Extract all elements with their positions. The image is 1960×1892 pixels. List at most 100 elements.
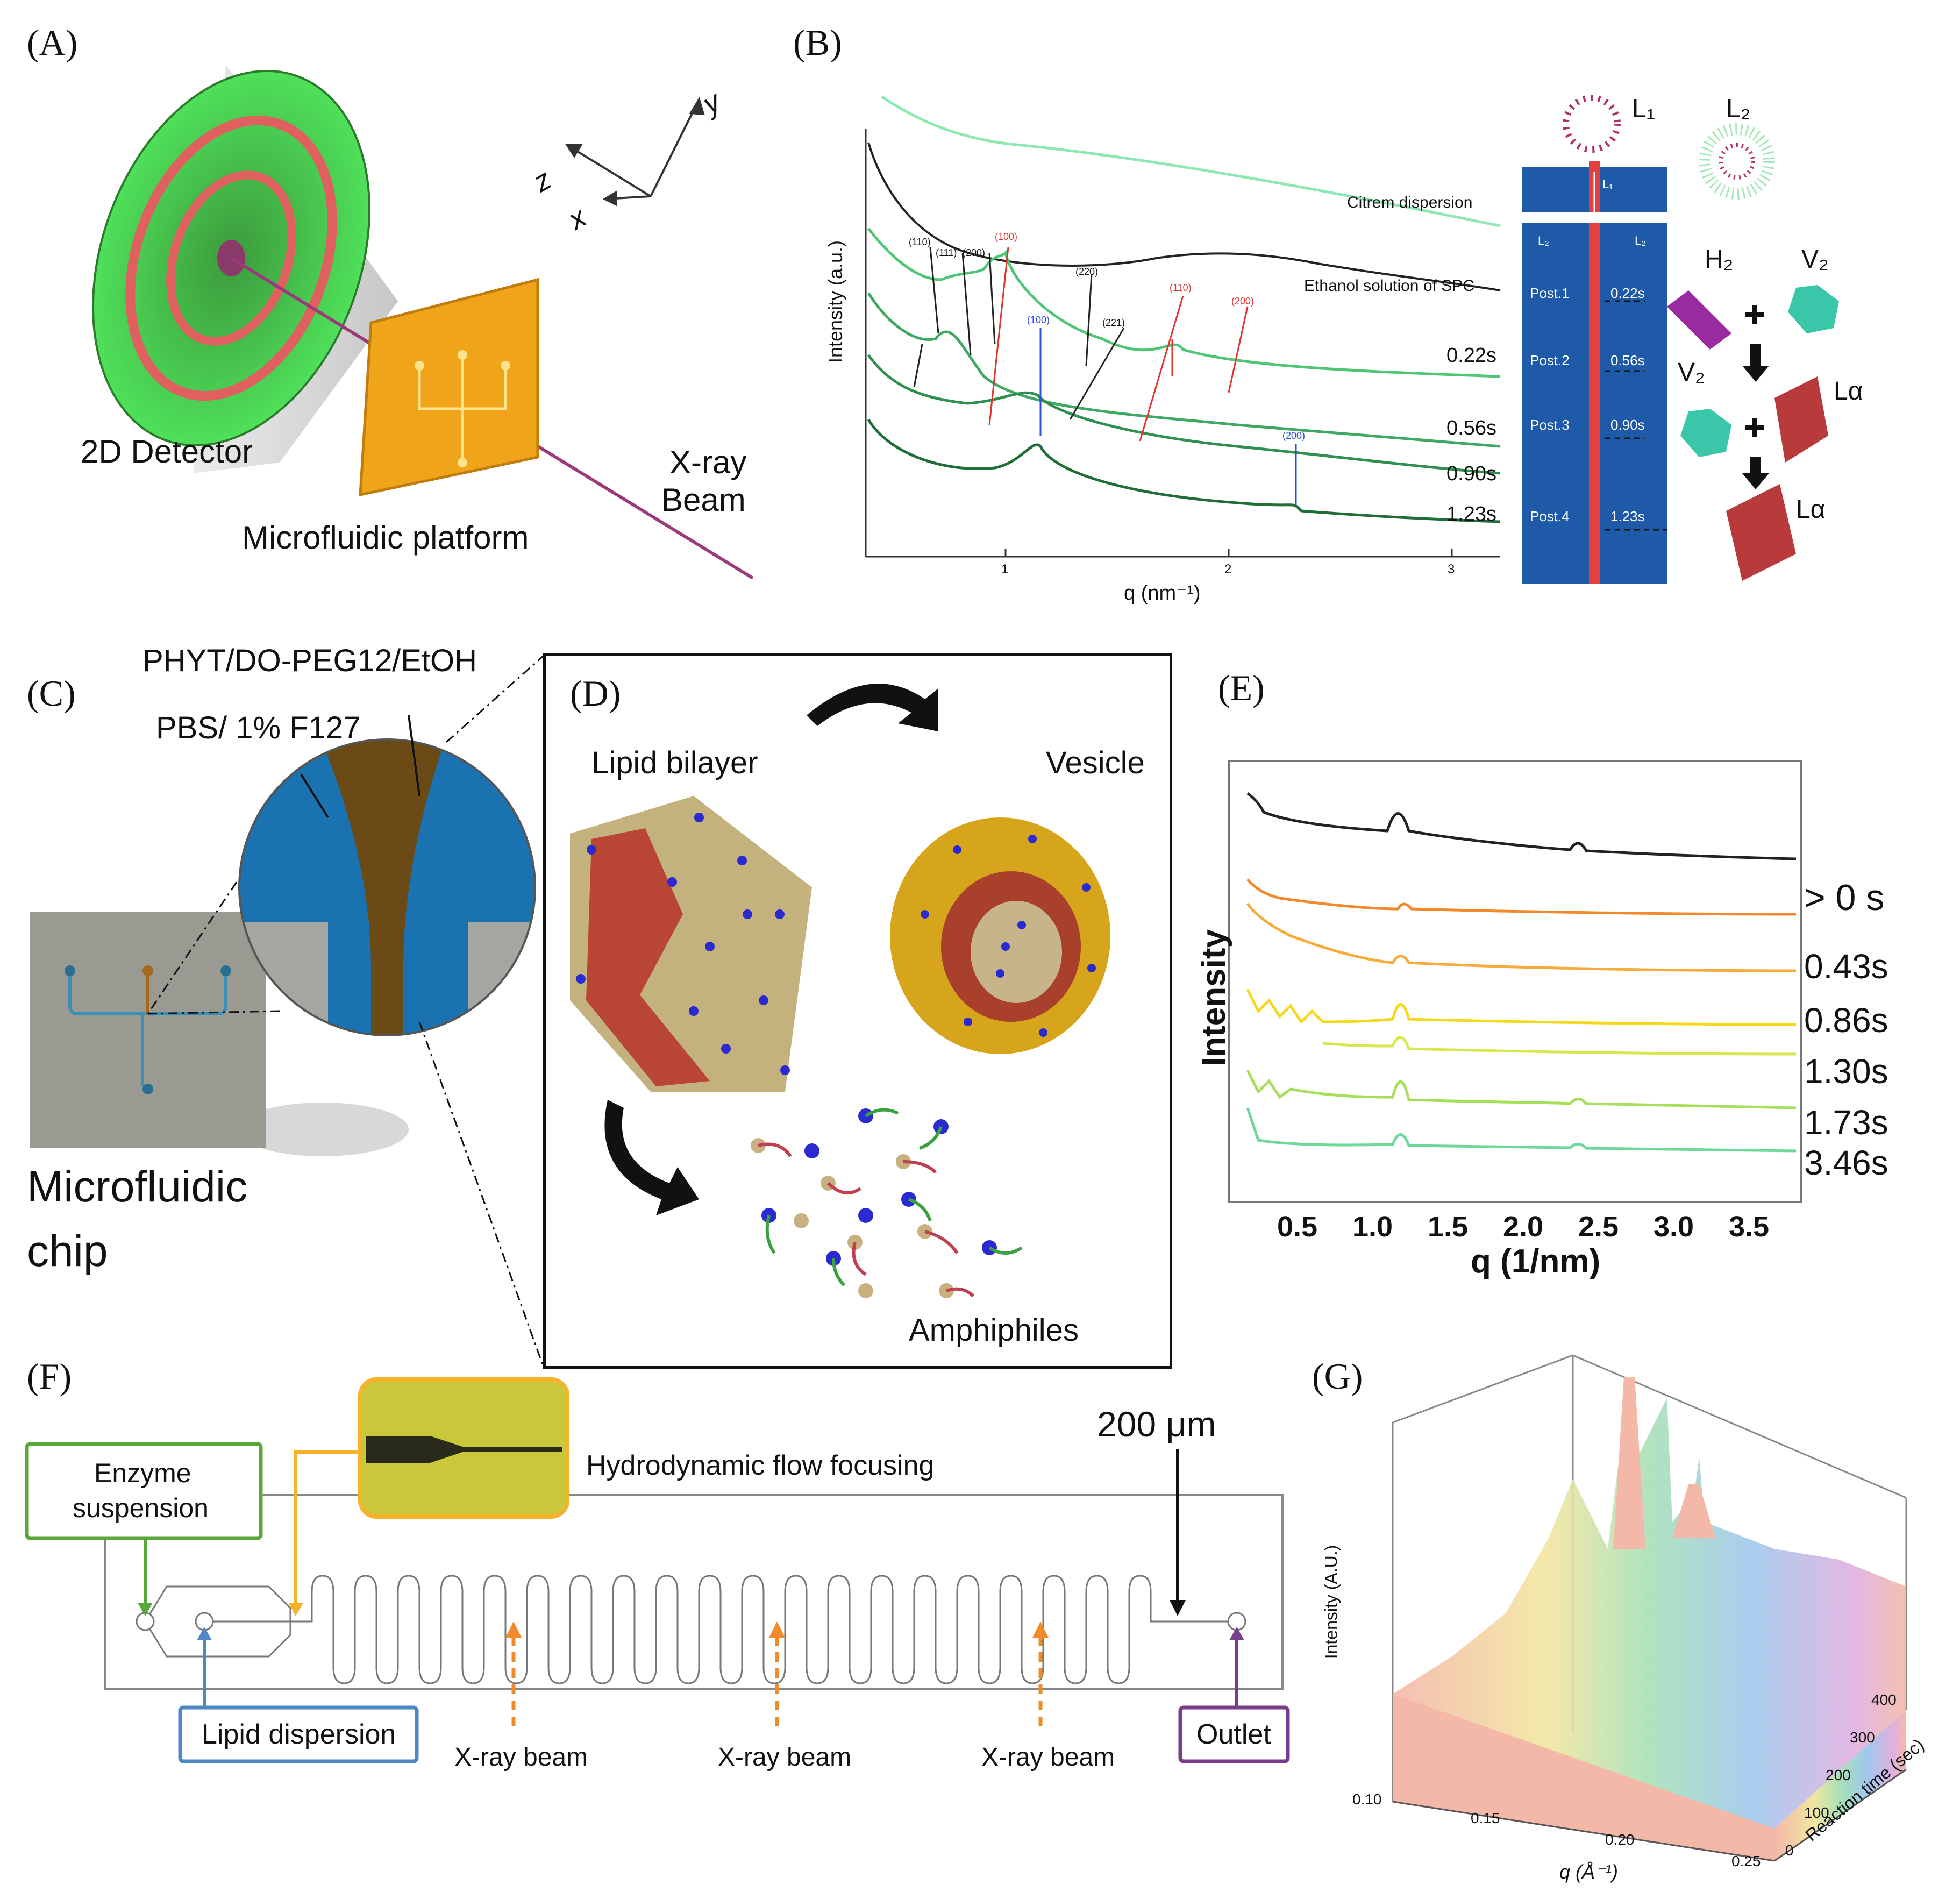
panel-e-label: (E)	[1218, 667, 1265, 708]
panel-a-label: (A)	[27, 22, 78, 63]
b-plus-arrows	[1742, 305, 1769, 489]
panel-b-label: (B)	[793, 22, 842, 63]
b-peak-111: (111)	[936, 247, 957, 258]
b-phase-la-lamellar	[1726, 376, 1828, 581]
g-back-peak-2	[1672, 1484, 1715, 1538]
f-outlet-label: Outlet	[1196, 1719, 1271, 1750]
e-xtick-30: 3.0	[1653, 1211, 1694, 1243]
b-phase-h2-label: H₂	[1705, 245, 1734, 274]
b-peak-blue-200: (200)	[1282, 430, 1306, 441]
b-time-4: 1.23s	[1610, 508, 1645, 524]
amphiphiles-graphic	[751, 1108, 1023, 1298]
g-xlabel: q (Å⁻¹)	[1559, 1861, 1619, 1883]
e-xtick-25: 2.5	[1578, 1211, 1619, 1243]
e-curve-orange	[1246, 878, 1797, 916]
f-lipid-box	[178, 1705, 419, 1763]
g-xtick-010: 0.10	[1352, 1791, 1382, 1808]
g-ytick-0: 0	[1785, 1842, 1794, 1859]
chip-body	[30, 912, 266, 1148]
d-bilayer-label: Lipid bilayer	[591, 745, 758, 780]
panel-d-label: (D)	[570, 673, 621, 714]
panel-g-label: (G)	[1312, 1356, 1363, 1397]
b-time-1: 0.22s	[1610, 285, 1645, 301]
b-time-2: 0.56s	[1610, 352, 1645, 368]
panel-f-label: (F)	[27, 1356, 72, 1397]
g-ytick-100: 100	[1804, 1804, 1829, 1821]
axes-triad	[565, 97, 705, 207]
b-post-1: Post.1	[1530, 285, 1570, 301]
b-xtick-2: 2	[1224, 562, 1232, 577]
e-xtick-15: 1.5	[1428, 1211, 1469, 1243]
b-label-090: 0.90s	[1446, 463, 1496, 485]
e-series-0s: > 0 s	[1804, 877, 1885, 918]
e-plot-frame	[1228, 760, 1802, 1203]
b-phase-v2a-label: V₂	[1801, 245, 1829, 274]
b-post-4: Post.4	[1530, 508, 1570, 524]
lipid-bilayer-graphic	[570, 796, 812, 1092]
f-connector-arrows	[138, 1449, 1244, 1708]
b-peak-red-100: (100)	[995, 231, 1018, 242]
f-lipid-label: Lipid dispersion	[202, 1719, 396, 1750]
e-xtick-10: 1.0	[1352, 1211, 1393, 1243]
b-phase-l2-label: L₂	[1726, 95, 1751, 123]
beam-label-2: Beam	[661, 482, 746, 518]
vesicle-graphic	[890, 817, 1110, 1054]
b-phase-l2-micelle	[1699, 123, 1775, 200]
e-xlabel: q (1/nm)	[1471, 1243, 1601, 1280]
b-inlet-l2-left: L₂	[1538, 234, 1549, 247]
d-vesicle-label: Vesicle	[1046, 745, 1145, 780]
e-curve-amber	[1246, 902, 1797, 972]
g-front-face	[1393, 1694, 1774, 1861]
b-curve-090	[867, 354, 1501, 475]
platform-label: Microfluidic platform	[242, 520, 529, 556]
b-phase-la2-label: Lα	[1796, 495, 1826, 524]
cycle-arrows	[604, 684, 938, 1215]
f-inlet-manifold	[136, 1585, 1246, 1658]
g-waterfall-surface	[1393, 1377, 1906, 1829]
b-curve-citrem	[881, 95, 1501, 227]
b-peak-221: (221)	[1102, 317, 1125, 328]
b-label-022: 0.22s	[1446, 344, 1496, 367]
g-zlabel: Intensity (A.U.)	[1321, 1545, 1341, 1659]
b-post-3: Post.3	[1530, 417, 1570, 433]
c-chip-line1: Microfluidic	[27, 1162, 248, 1211]
b-curve-ethanol	[867, 142, 1501, 291]
b-xtick-1: 1	[1001, 562, 1009, 577]
f-enzyme-line1: Enzyme	[94, 1458, 191, 1488]
e-curve-lightgreen	[1246, 1069, 1797, 1109]
b-peak-red-110: (110)	[1170, 282, 1192, 293]
b-phase-l1-micelle	[1563, 95, 1621, 153]
b-curve-022	[867, 227, 1501, 378]
g-side-face	[1774, 1710, 1906, 1861]
f-scale-label: 200 μm	[1097, 1404, 1216, 1444]
c-top-label: PHYT/DO-PEG12/EtOH	[142, 643, 477, 678]
b-peak-220: (220)	[1075, 266, 1099, 277]
f-enzyme-line2: suspension	[73, 1493, 209, 1523]
b-peak-blue-100: (100)	[1027, 315, 1050, 325]
b-channel-diagram	[1522, 161, 1667, 584]
b-curve-123	[867, 418, 1501, 523]
e-curve-mint	[1246, 1107, 1797, 1153]
f-beam-label-1: X-ray beam	[454, 1743, 588, 1772]
g-back-peak	[1613, 1377, 1645, 1549]
f-focusing-label: Hydrodynamic flow focusing	[586, 1450, 935, 1481]
b-phase-h2-rods	[1667, 290, 1731, 350]
e-series-346: 3.46s	[1804, 1143, 1888, 1182]
e-series-130: 1.30s	[1804, 1052, 1888, 1091]
microfluidic-platform	[359, 278, 539, 497]
b-phase-l1-label: L₁	[1632, 95, 1655, 123]
f-outlet-box	[1178, 1705, 1290, 1763]
e-series-043: 0.43s	[1804, 947, 1888, 986]
e-xtick-35: 3.5	[1729, 1211, 1770, 1243]
chip-shadow	[237, 1103, 409, 1156]
b-peak-110: (110)	[909, 237, 931, 247]
b-phase-v2-cubic	[1680, 285, 1839, 457]
b-xlabel: q (nm⁻¹)	[1124, 582, 1201, 604]
f-beam-label-3: X-ray beam	[981, 1743, 1115, 1772]
